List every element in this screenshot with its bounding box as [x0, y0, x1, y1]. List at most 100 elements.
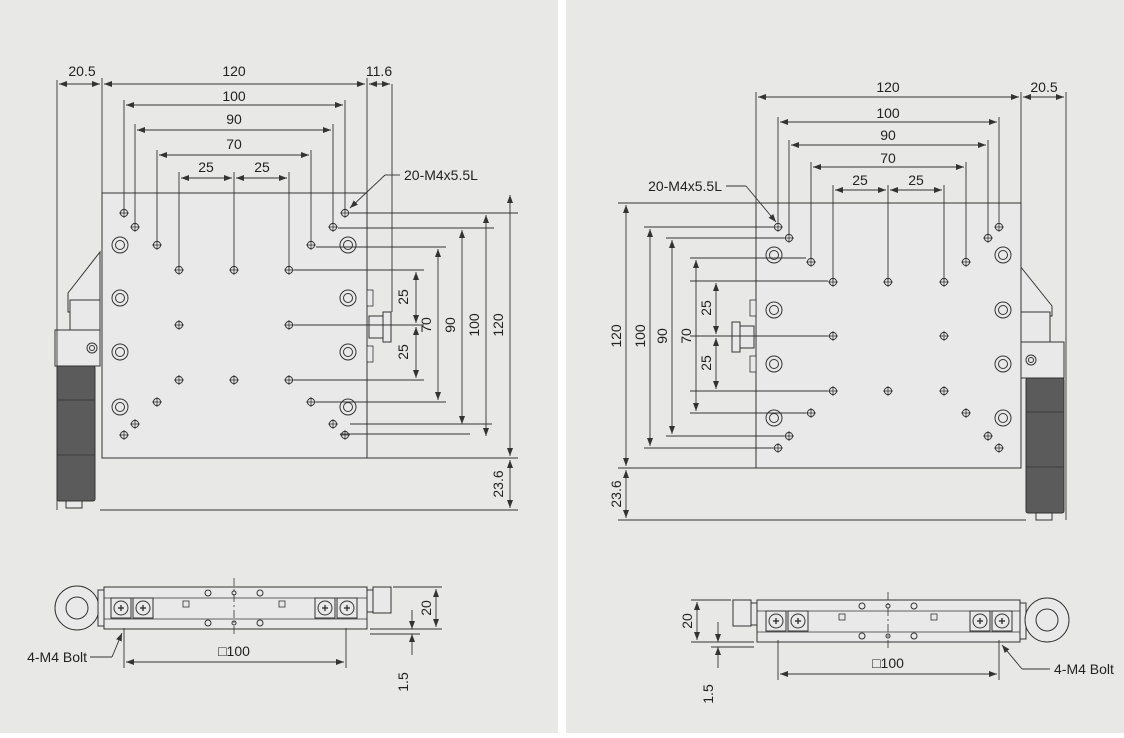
mounting-bolts [765, 610, 1013, 632]
counterbore-holes [111, 236, 357, 416]
locking-knob [731, 299, 757, 373]
phillips-screw-icon [336, 597, 358, 619]
dim-25-a: 25 [852, 172, 868, 188]
counterbore-hole-icon [765, 246, 783, 264]
counterbore-hole-icon [111, 343, 129, 361]
top-dimension-labels: 20.5 120 11.6 100 90 70 25 25 [68, 63, 392, 175]
counterbore-hole-icon [994, 409, 1012, 427]
dim-20-5: 20.5 [68, 63, 95, 79]
side-dimension-lines [691, 599, 1050, 680]
tapped-hole-icon [828, 386, 838, 396]
side-dim-20: 20 [679, 613, 695, 629]
tapped-hole-icon [174, 320, 184, 330]
top-dimension-lines [56, 78, 393, 510]
hole-callout: 20-M4x5.5L [648, 178, 777, 223]
tapped-hole-icon [174, 375, 184, 385]
side-view [732, 592, 1070, 648]
phillips-screw-icon [991, 610, 1013, 632]
ldim-25-b: 25 [698, 355, 714, 371]
side-dim-20: 20 [418, 600, 434, 616]
bolt-pitch-label: □100 [872, 655, 904, 671]
counterbore-hole-icon [994, 246, 1012, 264]
hole-callout-text: 20-M4x5.5L [404, 167, 478, 183]
hole-callout-text: 20-M4x5.5L [648, 178, 722, 194]
bolt-callout: 4-M4 Bolt [1054, 661, 1114, 677]
micrometer [1019, 264, 1065, 521]
dim-120: 120 [876, 79, 900, 95]
side-dimension-labels: 20 1.5 □100 4-M4 Bolt [679, 613, 1114, 704]
tapped-hole-icon [883, 386, 893, 396]
tapped-hole-icon [828, 331, 838, 341]
bolt-pitch-label: □100 [218, 643, 250, 659]
counterbore-hole-icon [994, 301, 1012, 319]
phillips-screw-icon [132, 597, 154, 619]
counterbore-hole-icon [339, 236, 357, 254]
phillips-screw-icon [314, 597, 336, 619]
right-dimension-lines [100, 195, 518, 511]
top-dimension-lines [755, 92, 1067, 520]
side-dimension-labels: 20 1.5 □100 4-M4 Bolt [27, 600, 434, 692]
dim-100: 100 [876, 105, 900, 121]
tapped-hole-icon [773, 443, 783, 453]
tapped-hole-icon [939, 386, 949, 396]
dim-25-a: 25 [198, 159, 214, 175]
mounting-bolts [110, 597, 358, 619]
left-dimension-lines [618, 202, 1026, 521]
tapped-hole-icon [119, 430, 129, 440]
right-drawing: 120 20.5 100 90 70 25 25 20-M4x5.5L [566, 0, 1124, 733]
rdim-25-b: 25 [395, 344, 411, 360]
tapped-hole-icon [328, 419, 338, 429]
left-dimension-labels: 120 100 90 70 25 25 23.6 [608, 300, 714, 508]
dim-25-b: 25 [908, 172, 924, 188]
tapped-hole-icon [806, 257, 816, 267]
ldim-90: 90 [654, 328, 670, 344]
locking-knob [366, 289, 392, 363]
tapped-hole-icon [939, 331, 949, 341]
dim-70: 70 [880, 150, 896, 166]
dim-100: 100 [222, 88, 246, 104]
counterbore-hole-icon [765, 355, 783, 373]
tapped-hole-icon [306, 397, 316, 407]
tapped-hole-icon [994, 443, 1004, 453]
rdim-25-a: 25 [395, 289, 411, 305]
dim-70: 70 [226, 136, 242, 152]
phillips-screw-icon [765, 610, 787, 632]
tapped-hole-icon [773, 222, 783, 232]
side-dim-1-5: 1.5 [395, 672, 411, 692]
tapped-hole-icon [229, 375, 239, 385]
side-dimension-lines [90, 586, 442, 668]
counterbore-holes [765, 246, 1012, 427]
dim-25-b: 25 [254, 159, 270, 175]
right-dimension-labels: 25 25 70 90 100 120 23.6 [395, 289, 506, 498]
tapped-hole-icon [806, 408, 816, 418]
dim-20-5: 20.5 [1030, 79, 1057, 95]
micrometer [54, 250, 101, 509]
rdim-23-6: 23.6 [490, 470, 506, 497]
left-drawing: 20.5 120 11.6 100 90 70 25 25 20-M4x5.5L [0, 0, 558, 733]
left-view-panel: 20.5 120 11.6 100 90 70 25 25 20-M4x5.5L [0, 0, 558, 733]
dim-120: 120 [222, 63, 246, 79]
dim-90: 90 [226, 111, 242, 127]
side-dim-1-5: 1.5 [700, 684, 716, 704]
stage-plate-top-view [755, 202, 1022, 469]
counterbore-hole-icon [339, 343, 357, 361]
counterbore-hole-icon [111, 398, 129, 416]
dim-90: 90 [880, 127, 896, 143]
hole-callout: 20-M4x5.5L [349, 167, 478, 209]
side-view [54, 578, 392, 634]
phillips-screw-icon [969, 610, 991, 632]
tapped-hole-icon [284, 375, 294, 385]
counterbore-hole-icon [765, 409, 783, 427]
rdim-120: 120 [490, 313, 506, 337]
ldim-25-a: 25 [698, 300, 714, 316]
tapped-hole-icon [961, 408, 971, 418]
top-dimension-labels: 120 20.5 100 90 70 25 25 [852, 79, 1058, 188]
phillips-screw-icon [787, 610, 809, 632]
tapped-hole-icon [961, 257, 971, 267]
tapped-hole-icon [130, 419, 140, 429]
rdim-100: 100 [466, 313, 482, 337]
counterbore-hole-icon [765, 301, 783, 319]
tapped-hole-icon [994, 222, 1004, 232]
tapped-hole-icon [983, 431, 993, 441]
